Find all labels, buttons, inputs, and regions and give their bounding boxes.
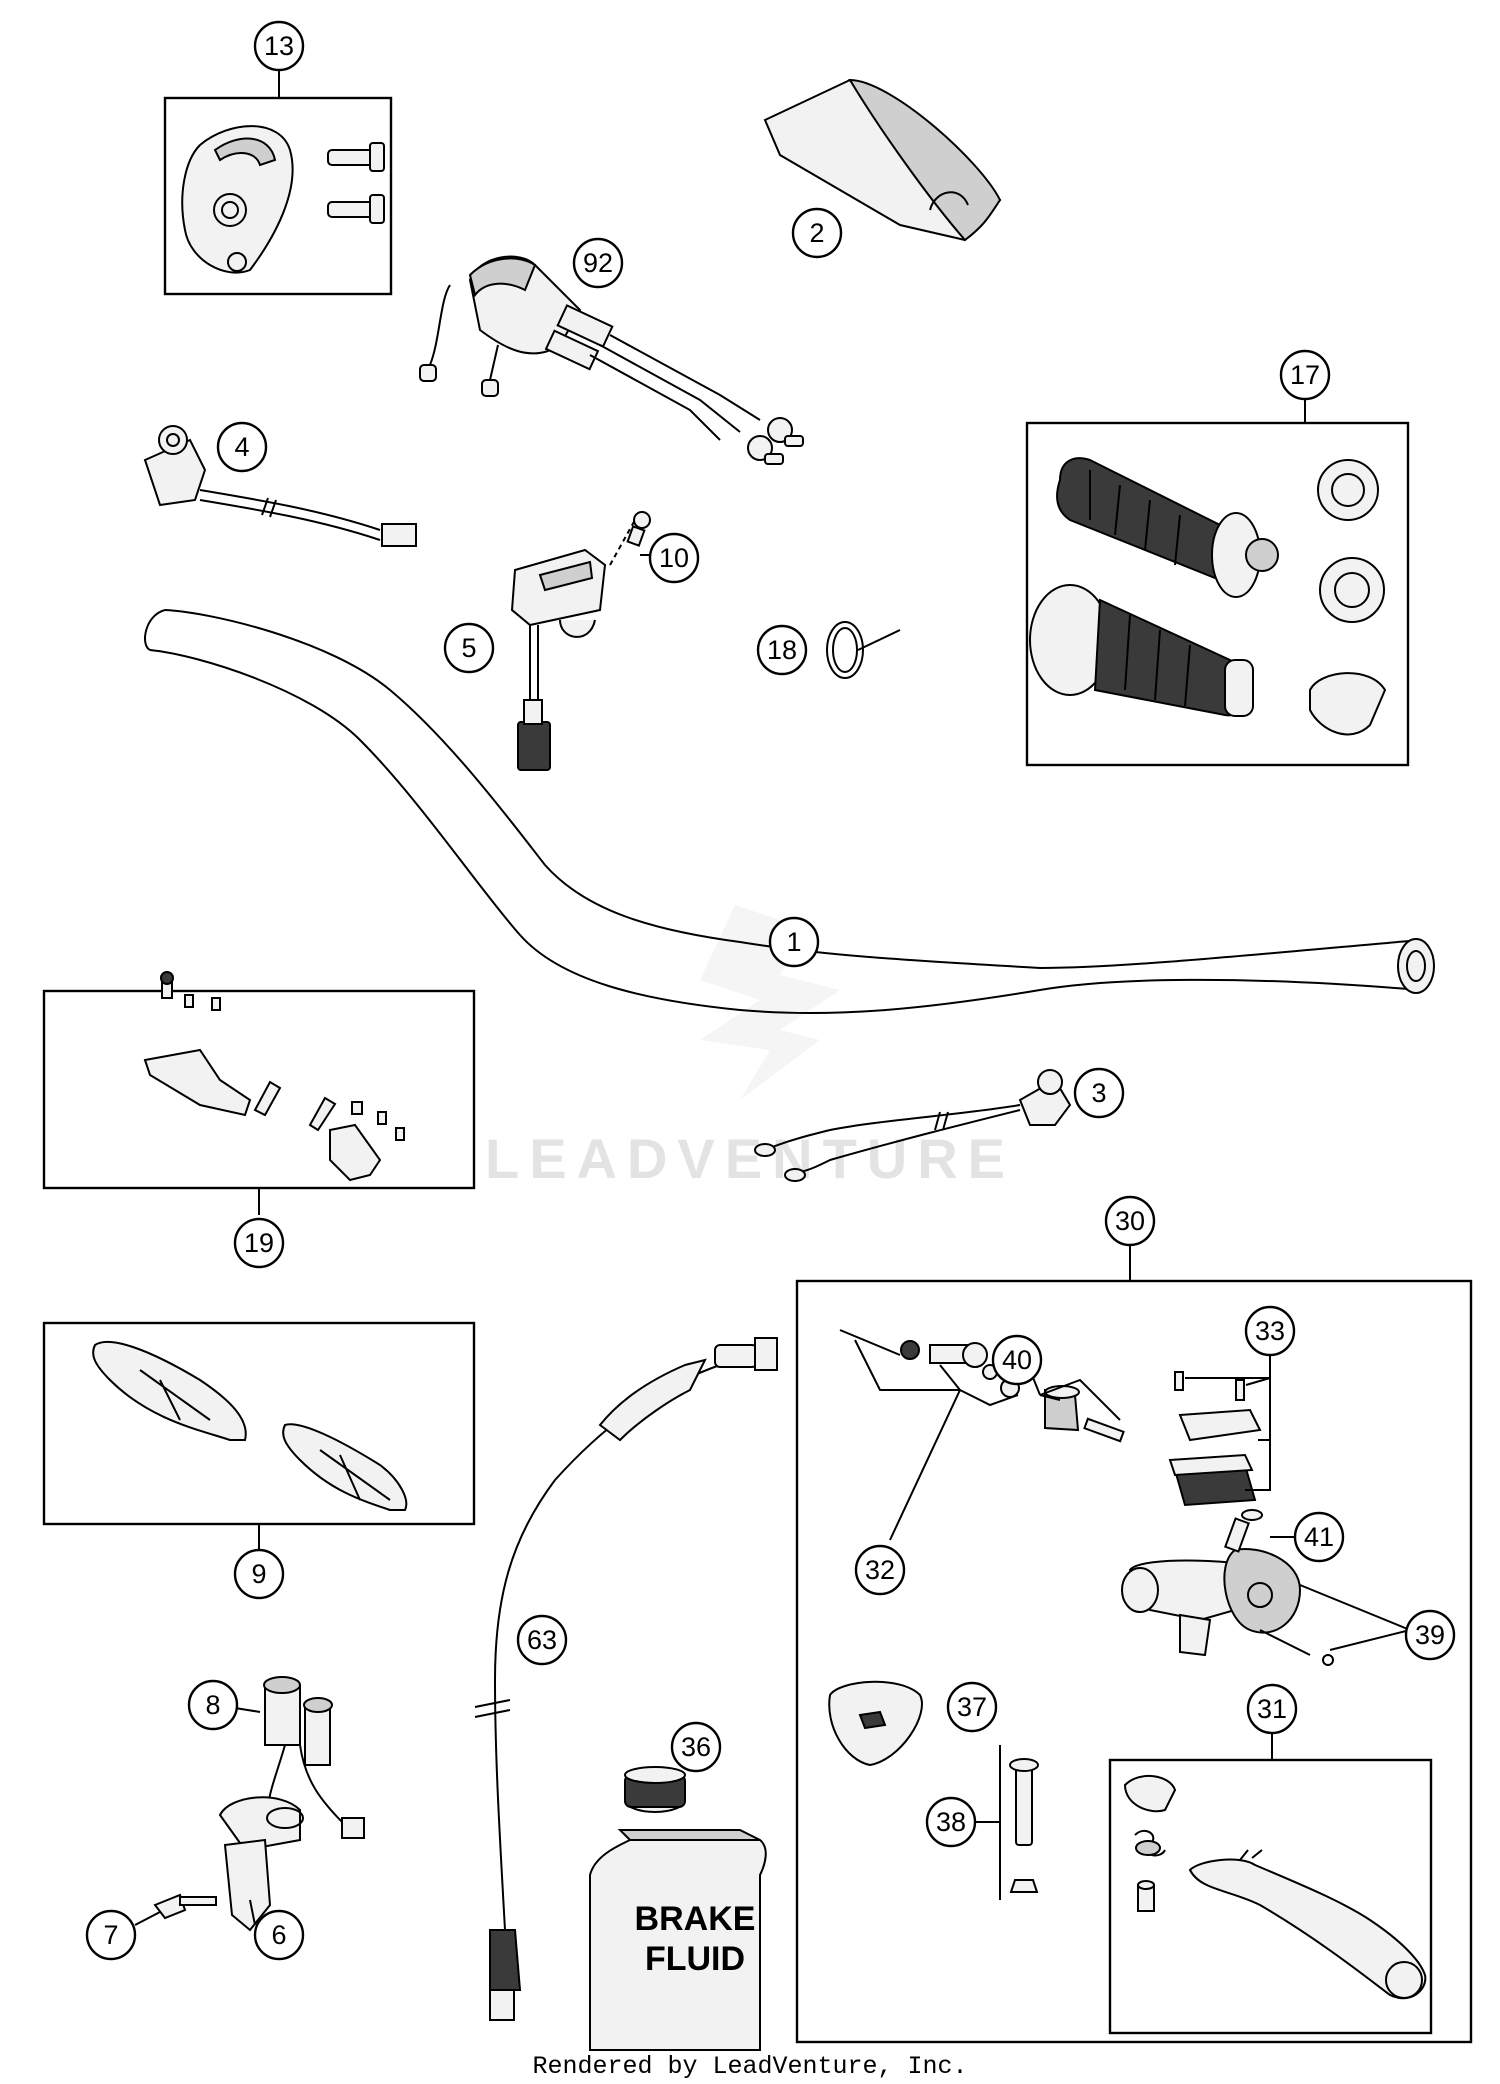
svg-text:1: 1 xyxy=(786,927,801,957)
callout-92: 92 xyxy=(572,237,624,289)
svg-text:30: 30 xyxy=(1115,1206,1145,1236)
callout-19: 19 xyxy=(233,1217,285,1269)
handlebar-part[interactable] xyxy=(144,609,1435,1015)
callout-17: 17 xyxy=(1279,349,1331,401)
footer-credit: Rendered by LeadVenture, Inc. xyxy=(532,2052,968,2081)
part19-box xyxy=(42,989,476,1190)
callout-38: 38 xyxy=(925,1796,977,1848)
combination-switch-part[interactable] xyxy=(510,511,651,771)
sensor-assembly-part[interactable] xyxy=(153,1676,365,1932)
callout-39: 39 xyxy=(1404,1609,1456,1661)
callout-32: 32 xyxy=(854,1544,906,1596)
throttle-cables-part[interactable] xyxy=(419,255,804,465)
callout-1: 1 xyxy=(768,916,820,968)
svg-text:92: 92 xyxy=(583,248,613,278)
svg-text:9: 9 xyxy=(251,1559,266,1589)
callout-2: 2 xyxy=(791,207,843,259)
brake-fluid-bottle-part[interactable] xyxy=(589,1766,767,2051)
callout-31: 31 xyxy=(1246,1683,1298,1735)
svg-text:31: 31 xyxy=(1257,1694,1287,1724)
mounting-kit-part[interactable] xyxy=(143,971,405,1182)
brake-hose-part[interactable] xyxy=(474,1337,778,2021)
svg-text:38: 38 xyxy=(936,1807,966,1837)
callout-6: 6 xyxy=(253,1909,305,1961)
svg-text:32: 32 xyxy=(865,1555,895,1585)
callout-3: 3 xyxy=(1073,1067,1125,1119)
callout-41: 41 xyxy=(1293,1511,1345,1563)
grips-part[interactable] xyxy=(1029,457,1387,736)
callout-4: 4 xyxy=(216,421,268,473)
master-cylinder-part[interactable] xyxy=(828,1329,1334,1893)
svg-text:7: 7 xyxy=(103,1920,118,1950)
svg-text:41: 41 xyxy=(1304,1522,1334,1552)
callout-7: 7 xyxy=(85,1909,137,1961)
handguards-part[interactable] xyxy=(92,1340,408,1511)
svg-text:8: 8 xyxy=(205,1690,220,1720)
callout-36: 36 xyxy=(670,1721,722,1773)
svg-text:33: 33 xyxy=(1255,1316,1285,1346)
callout-8: 8 xyxy=(187,1679,239,1731)
svg-text:19: 19 xyxy=(244,1228,274,1258)
part30-box xyxy=(795,1279,1473,2044)
callout-5: 5 xyxy=(443,622,495,674)
callout-9: 9 xyxy=(233,1548,285,1600)
svg-text:39: 39 xyxy=(1415,1620,1445,1650)
svg-text:37: 37 xyxy=(957,1692,987,1722)
start-switch-part[interactable] xyxy=(754,1069,1072,1182)
callout-13: 13 xyxy=(253,20,305,72)
part31-box xyxy=(1108,1758,1433,2035)
svg-text:40: 40 xyxy=(1002,1345,1032,1375)
cover-with-bolts-part[interactable] xyxy=(181,125,385,274)
svg-text:63: 63 xyxy=(527,1625,557,1655)
kill-switch-part[interactable] xyxy=(143,425,417,547)
leader-lines xyxy=(134,70,1411,1926)
callout-30: 30 xyxy=(1104,1195,1156,1247)
svg-text:36: 36 xyxy=(681,1732,711,1762)
cable-tie-part[interactable] xyxy=(826,621,901,679)
callout-18: 18 xyxy=(756,624,808,676)
bottle-label-line2: FLUID xyxy=(645,1940,745,1978)
part17-box xyxy=(1025,421,1410,767)
svg-text:17: 17 xyxy=(1290,360,1320,390)
svg-text:4: 4 xyxy=(234,432,249,462)
callout-33: 33 xyxy=(1244,1305,1296,1357)
svg-text:10: 10 xyxy=(659,543,689,573)
callout-40: 40 xyxy=(991,1334,1043,1386)
bar-pad-part[interactable] xyxy=(763,78,1002,242)
svg-text:2: 2 xyxy=(809,218,824,248)
callout-10: 10 xyxy=(648,532,700,584)
svg-text:5: 5 xyxy=(461,633,476,663)
svg-text:6: 6 xyxy=(271,1920,286,1950)
svg-text:13: 13 xyxy=(264,31,294,61)
callout-37: 37 xyxy=(946,1681,998,1733)
brake-lever-part[interactable] xyxy=(1123,1774,1427,2000)
watermark-text: LEADVENTURE xyxy=(485,1127,1015,1190)
bottle-label-line1: BRAKE xyxy=(635,1900,756,1938)
callout-63: 63 xyxy=(516,1614,568,1666)
svg-text:18: 18 xyxy=(767,635,797,665)
svg-text:3: 3 xyxy=(1091,1078,1106,1108)
watermark-logo xyxy=(700,905,840,1100)
